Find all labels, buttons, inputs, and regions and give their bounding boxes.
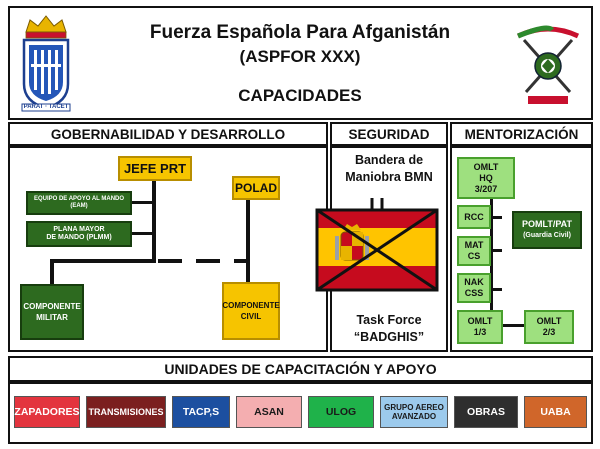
unidades-header: UNIDADES DE CAPACITACIÓN Y APOYO: [8, 356, 593, 382]
pomlt-pat-box: POMLT/PAT (Guardia Civil): [512, 211, 582, 249]
gobernabilidad-header: GOBERNABILIDAD Y DESARROLLO: [8, 122, 328, 146]
connector-line: [490, 216, 502, 219]
unit-grupo-aereo-avanzado: GRUPO AEREO AVANZADO: [380, 396, 448, 428]
omlt-hq-line3: 3/207: [474, 183, 498, 194]
nak-line1: NAK: [464, 277, 484, 287]
unit-uaba: UABA: [524, 396, 587, 428]
connector-line: [490, 324, 526, 327]
left-crest-motto: PARAT · TACET: [23, 104, 69, 110]
connector-line: [246, 198, 250, 282]
componente-civil-box: COMPONENTE CIVIL: [222, 282, 280, 340]
componente-militar-line1: COMPONENTE: [23, 302, 81, 311]
pomlt-line2: (Guardia Civil): [523, 232, 571, 239]
omlt-hq-line2: HQ: [479, 172, 493, 183]
connector-line: [131, 232, 154, 235]
page-title: Fuerza Española Para Afganistán: [149, 22, 451, 43]
unit-asan: ASAN: [236, 396, 302, 428]
connector-line: [50, 259, 156, 263]
unit-ulog: ULOG: [308, 396, 374, 428]
right-crest-icon: [512, 22, 584, 108]
omlt-2-3-line2: 2/3: [542, 327, 556, 337]
header-panel: [8, 6, 593, 120]
connector-line: [131, 201, 154, 204]
connector-line: [490, 198, 493, 324]
connector-line: [490, 249, 502, 252]
dashed-connector-line: [158, 259, 182, 263]
omlt-1-3-box: OMLT 1/3: [457, 310, 503, 344]
bandera-label-line2: Maniobra BMN: [345, 170, 433, 184]
equipo-apoyo-box: EQUIPO DE APOYO AL MANDO (EAM): [26, 191, 132, 215]
omlt-2-3-line1: OMLT: [536, 316, 562, 326]
plana-mayor-label-line2: DE MANDO (PLMM): [46, 234, 112, 241]
componente-civil-line1: COMPONENTE: [222, 301, 280, 310]
unit-obras: OBRAS: [454, 396, 518, 428]
page-heading: CAPACIDADES: [238, 86, 362, 105]
page-subtitle: (ASPFOR XXX): [239, 47, 361, 66]
unit-transmisiones: TRANSMISIONES: [86, 396, 166, 428]
unit-tacps: TACP,S: [172, 396, 230, 428]
nak-box: NAK CSS: [457, 273, 491, 303]
connector-line: [490, 288, 502, 291]
unidades-row: ZAPADORES TRANSMISIONES TACP,S ASAN ULOG…: [14, 396, 587, 428]
seguridad-header: SEGURIDAD: [330, 122, 448, 146]
bandera-label-line1: Bandera de: [354, 153, 424, 167]
omlt-1-3-line2: 1/3: [473, 327, 487, 337]
componente-militar-box: COMPONENTE MILITAR: [20, 284, 84, 340]
spanish-flag-unit-symbol: [315, 196, 439, 292]
rcc-box: RCC: [457, 205, 491, 229]
mat-line1: MAT: [464, 240, 484, 250]
left-crest-icon: [18, 14, 74, 112]
jefe-prt-box: JEFE PRT: [118, 156, 192, 181]
mat-box: MAT CS: [457, 236, 491, 266]
omlt-2-3-box: OMLT 2/3: [524, 310, 574, 344]
polad-box: POLAD: [232, 176, 280, 200]
mentorizacion-header: MENTORIZACIÓN: [450, 122, 593, 146]
unit-zapadores: ZAPADORES: [14, 396, 80, 428]
omlt-hq-box: OMLT HQ 3/207: [457, 157, 515, 199]
connector-line: [50, 259, 54, 285]
omlt-1-3-line1: OMLT: [467, 316, 493, 326]
plana-mayor-box: PLANA MAYOR DE MANDO (PLMM): [26, 221, 132, 247]
dashed-connector-line: [196, 259, 220, 263]
task-force-label-line2: “BADGHIS”: [353, 330, 425, 344]
mat-line2: CS: [467, 251, 481, 261]
dashed-connector-line: [234, 259, 248, 263]
nak-line2: CSS: [464, 288, 484, 298]
omlt-hq-line1: OMLT: [473, 161, 499, 172]
pomlt-line1: POMLT/PAT: [522, 219, 572, 229]
componente-civil-line2: CIVIL: [240, 312, 262, 321]
componente-militar-line2: MILITAR: [36, 313, 68, 322]
connector-line: [152, 180, 156, 262]
plana-mayor-label-line1: PLANA MAYOR: [53, 226, 105, 233]
task-force-label-line1: Task Force: [356, 313, 422, 327]
